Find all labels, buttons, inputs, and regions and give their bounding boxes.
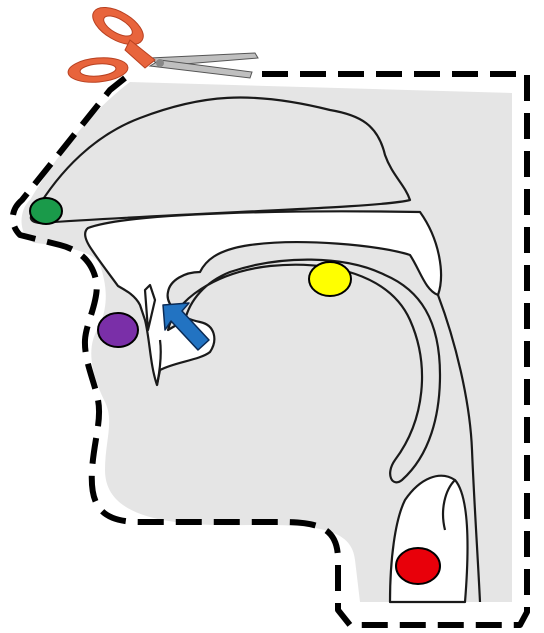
purple-dot <box>98 313 138 347</box>
yellow-dot <box>309 262 351 296</box>
green-dot <box>30 198 62 224</box>
red-dot <box>396 548 440 584</box>
scissors-icon <box>67 0 258 85</box>
